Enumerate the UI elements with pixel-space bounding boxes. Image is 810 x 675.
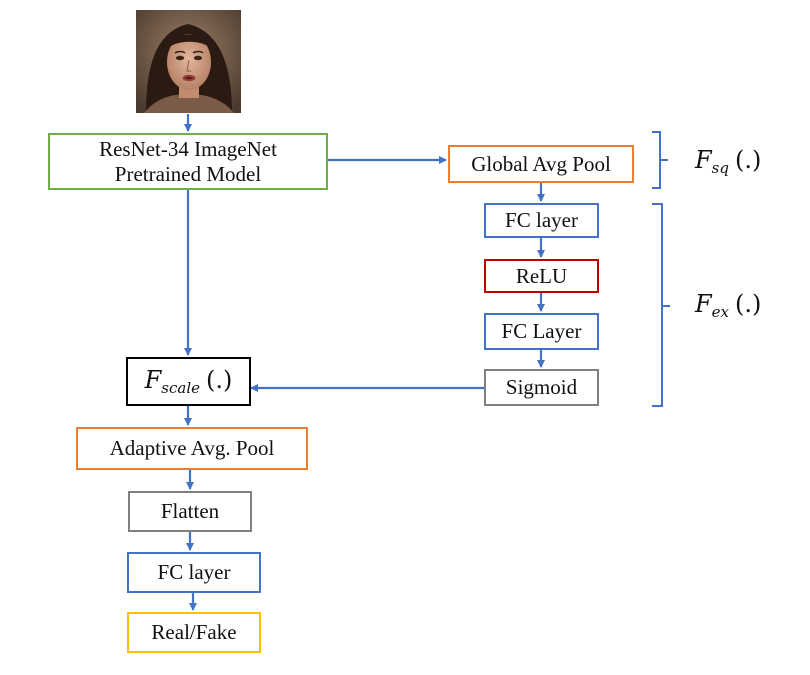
squeeze-function-label: Fsq (.) (695, 148, 761, 176)
sq-subscript: sq (711, 159, 729, 177)
scale-subscript: scale (161, 378, 200, 397)
resnet-node: ResNet-34 ImageNet Pretrained Model (48, 133, 328, 190)
brace-excitation (652, 203, 670, 407)
ex-symbol: F (695, 290, 712, 318)
global-avg-pool-node: Global Avg Pool (448, 145, 634, 183)
real-fake-node: Real/Fake (127, 612, 261, 653)
fc-layer-node-1: FC layer (484, 203, 599, 238)
ex-argument: (.) (735, 290, 762, 318)
relu-node: ReLU (484, 259, 599, 293)
ex-subscript: ex (711, 303, 729, 321)
scale-argument: (.) (206, 365, 233, 394)
brace-squeeze (652, 131, 668, 189)
excitation-function-label: Fex (.) (695, 292, 761, 320)
scale-symbol: F (144, 365, 162, 394)
flatten-node: Flatten (128, 491, 252, 532)
sigmoid-node: Sigmoid (484, 369, 599, 406)
sq-symbol: F (695, 146, 712, 174)
scale-node: Fscale (.) (126, 357, 251, 406)
scale-function-label: Fscale (.) (145, 368, 233, 396)
fc-layer-node-2: FC Layer (484, 313, 599, 350)
adaptive-avg-pool-node: Adaptive Avg. Pool (76, 427, 308, 470)
face-photo-icon (136, 10, 241, 113)
fc-layer-node-3: FC layer (127, 552, 261, 593)
sq-argument: (.) (734, 146, 762, 174)
